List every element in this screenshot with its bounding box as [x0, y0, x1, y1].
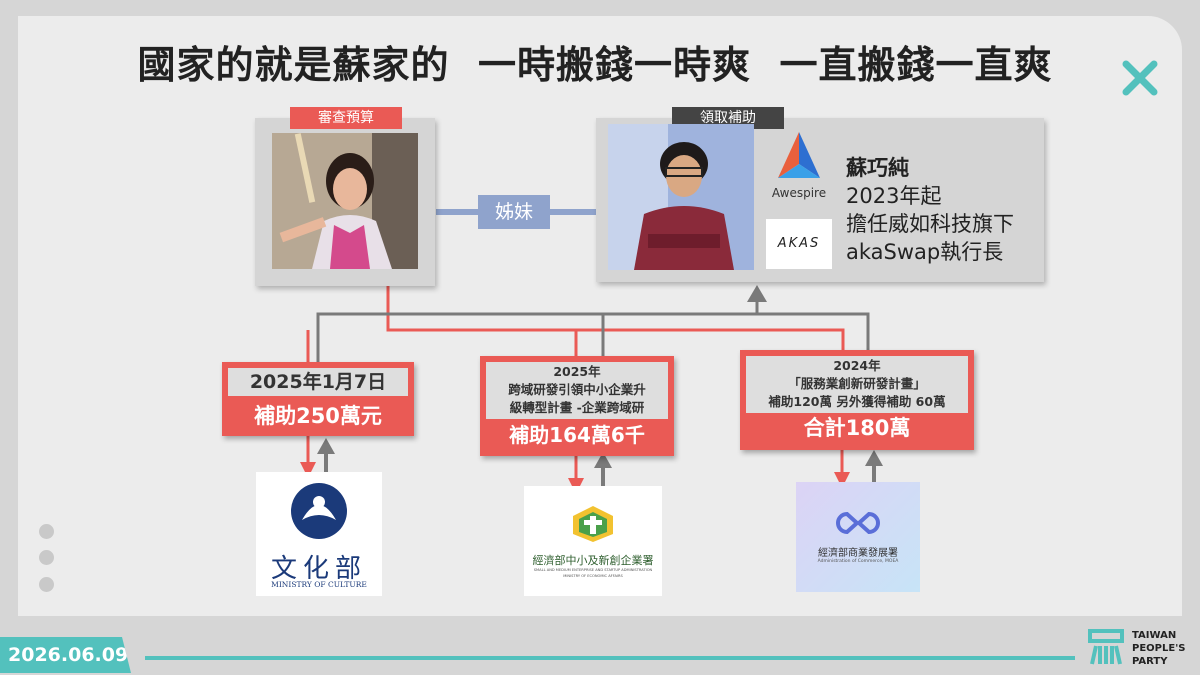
legislator-photo: [272, 133, 418, 269]
grant-box-culture: 2025年1月7日 補助250萬元: [222, 362, 414, 436]
grant-box-commerce: 2024年 「服務業創新研發計畫」 補助120萬 另外獲得補助 60萬 合計18…: [740, 350, 974, 450]
commerce-logo-en: Administration of Commerce, MOEA: [817, 559, 899, 564]
footer-date: 2026.06.09: [0, 637, 131, 673]
grant-amount: 補助164萬6千: [509, 423, 645, 447]
decorative-dot: [39, 550, 54, 565]
culture-logo-en: MINISTRY OF CULTURE: [271, 580, 367, 589]
party-logo-icon: [1088, 629, 1124, 665]
page-title: 國家的就是蘇家的 一時搬錢一時爽 一直搬錢一直爽: [137, 43, 1053, 87]
awespire-logo-text: Awespire: [771, 186, 827, 200]
grant-desc-line2: 級轉型計畫 -企業跨域研: [509, 400, 645, 415]
grant-date: 2025年1月7日: [228, 368, 408, 396]
grant-amount: 補助250萬元: [254, 404, 382, 428]
recipient-info: 蘇巧純 2023年起 擔任威如科技旗下 akaSwap執行長: [846, 154, 1014, 266]
sme-logo-en2: MINISTRY OF ECONOMIC AFFAIRS: [563, 574, 623, 578]
decorative-dot: [39, 524, 54, 539]
grant-desc-line2: 補助120萬 另外獲得補助 60萬: [768, 394, 946, 409]
decorative-dot: [39, 577, 54, 592]
grant-desc-line1: 「服務業創新研發計畫」: [788, 376, 926, 391]
recipient-line2: 擔任威如科技旗下: [846, 212, 1014, 236]
recipient-photo: [608, 124, 754, 270]
sme-emblem-icon: [573, 506, 613, 542]
awespire-logo: Awespire: [764, 130, 834, 204]
ministry-of-culture-logo: 文化部 MINISTRY OF CULTURE: [256, 472, 382, 596]
footer-line: [145, 656, 1075, 660]
party-line3: PARTY: [1132, 656, 1168, 667]
grant-amount: 合計180萬: [803, 416, 911, 440]
relation-label: 姊妹: [478, 195, 550, 229]
culture-logo-zh: 文化部: [270, 554, 367, 584]
recipient-name: 蘇巧純: [846, 156, 909, 180]
commerce-logo-zh: 經濟部商業發展署: [818, 548, 898, 559]
party-name: TAIWAN PEOPLE'S PARTY: [1132, 629, 1185, 668]
grant-description: 2024年 「服務業創新研發計畫」 補助120萬 另外獲得補助 60萬: [746, 356, 968, 413]
recipient-line1: 2023年起: [846, 184, 942, 208]
close-icon[interactable]: [1120, 58, 1160, 98]
grant-box-sme: 2025年 跨域研發引領中小企業升 級轉型計畫 -企業跨域研 補助164萬6千: [480, 356, 674, 456]
grant-desc-line1: 跨域研發引領中小企業升: [508, 382, 646, 397]
grant-year: 2025年: [553, 364, 601, 379]
party-line1: TAIWAN: [1132, 630, 1177, 641]
akas-logo-text: AKAS: [777, 236, 821, 251]
grant-year: 2024年: [833, 358, 881, 373]
sme-administration-logo: 經濟部中小及新創企業署 SMALL AND MEDIUM ENTERPRISE …: [524, 486, 662, 596]
budget-review-tag: 審查預算: [290, 107, 402, 129]
grant-description: 2025年 跨域研發引領中小企業升 級轉型計畫 -企業跨域研: [486, 362, 668, 419]
receive-subsidy-tag: 領取補助: [672, 107, 784, 129]
recipient-line3: akaSwap執行長: [846, 240, 1004, 264]
party-line2: PEOPLE'S: [1132, 643, 1186, 654]
sme-logo-zh: 經濟部中小及新創企業署: [532, 554, 654, 567]
culture-emblem-icon: [291, 483, 347, 539]
sme-logo-en1: SMALL AND MEDIUM ENTERPRISE AND STARTUP …: [533, 568, 653, 572]
akas-logo: AKAS: [766, 219, 832, 269]
commerce-emblem-icon: [836, 511, 880, 535]
commerce-administration-logo: 經濟部商業發展署 Administration of Commerce, MOE…: [796, 482, 920, 592]
